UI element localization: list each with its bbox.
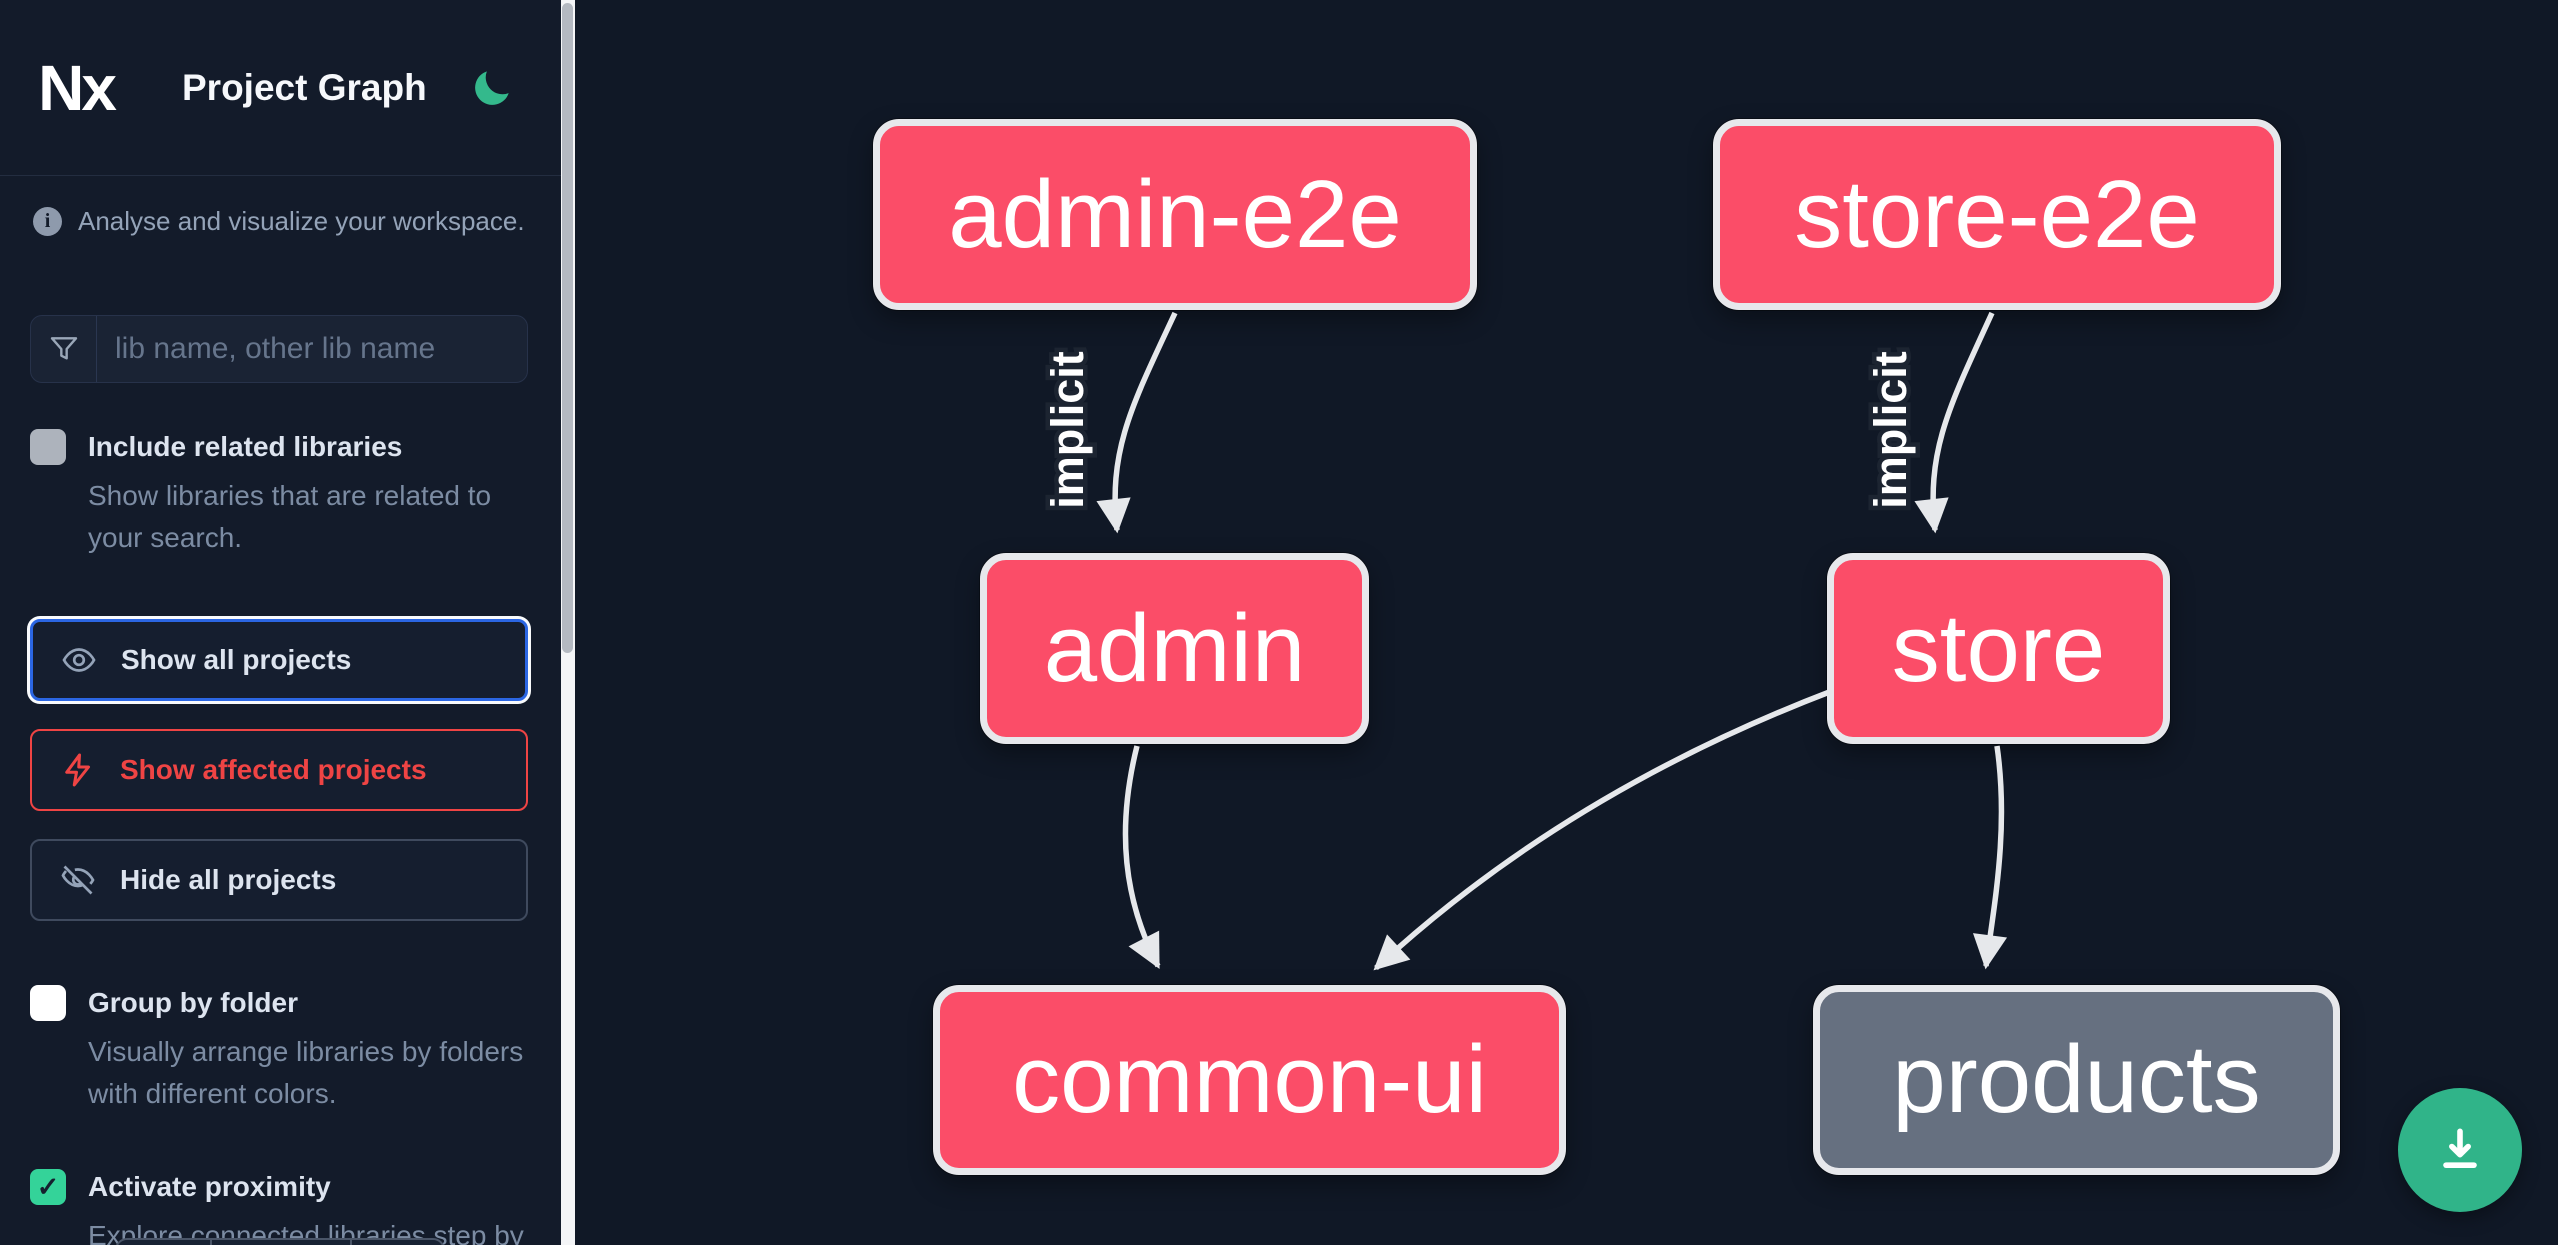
toggle-include-related: Include related libraries Show libraries… <box>0 427 561 559</box>
group-by-folder-description: Visually arrange libraries by folders wi… <box>88 1036 524 1109</box>
degree-value-segment <box>212 1240 352 1245</box>
tagline-text: Analyse and visualize your workspace. <box>78 206 525 236</box>
graph-node-common-ui[interactable]: common-ui <box>933 985 1566 1175</box>
show-all-projects-label: Show all projects <box>121 644 352 675</box>
download-icon <box>2443 1128 2477 1168</box>
graph-node-store-e2e[interactable]: store-e2e <box>1713 119 2281 310</box>
sidebar-scrollbar-track[interactable] <box>561 0 575 1245</box>
project-actions: Show all projects Show affected projects… <box>0 619 561 921</box>
group-by-folder-checkbox[interactable] <box>30 985 66 1021</box>
activate-proximity-label: Activate proximity <box>88 1171 331 1202</box>
include-related-label: Include related libraries <box>88 431 403 462</box>
include-related-checkbox[interactable] <box>30 429 66 465</box>
tagline-row: i Analyse and visualize your workspace. <box>0 206 561 237</box>
graph-node-store[interactable]: store <box>1827 553 2170 744</box>
search-input[interactable] <box>97 332 527 366</box>
toggle-group-by-folder: Group by folder Visually arrange librari… <box>0 983 561 1115</box>
sidebar: Nx Project Graph i Analyse and visualize… <box>0 0 561 1245</box>
eye-icon <box>62 648 96 672</box>
info-icon: i <box>33 207 62 236</box>
nx-logo: Nx <box>38 51 117 124</box>
include-related-description: Show libraries that are related to your … <box>88 480 492 553</box>
toggle-activate-proximity: Activate proximity Explore connected lib… <box>0 1167 561 1245</box>
show-affected-projects-button[interactable]: Show affected projects <box>30 729 528 811</box>
graph-node-admin-e2e[interactable]: admin-e2e <box>873 119 1477 310</box>
sidebar-scrollbar-thumb[interactable] <box>562 3 573 653</box>
group-by-folder-label: Group by folder <box>88 987 298 1018</box>
filter-funnel-icon <box>31 316 97 382</box>
download-image-button[interactable] <box>2398 1088 2522 1212</box>
search-box <box>30 315 528 383</box>
degree-decrement-segment[interactable] <box>117 1240 212 1245</box>
activate-proximity-checkbox[interactable] <box>30 1169 66 1205</box>
show-all-projects-button[interactable]: Show all projects <box>30 619 528 701</box>
show-affected-projects-label: Show affected projects <box>120 754 427 785</box>
hide-all-projects-button[interactable]: Hide all projects <box>30 839 528 921</box>
bolt-icon <box>65 753 90 787</box>
proximity-degree-control[interactable] <box>115 1238 445 1245</box>
hide-all-projects-label: Hide all projects <box>120 864 337 895</box>
eye-off-icon <box>61 865 95 895</box>
sidebar-header: Nx Project Graph <box>0 0 561 176</box>
page-title: Project Graph <box>182 66 427 108</box>
graph-node-admin[interactable]: admin <box>980 553 1369 744</box>
theme-toggle-button[interactable] <box>469 65 515 111</box>
graph-node-products[interactable]: products <box>1813 985 2340 1175</box>
moon-icon <box>475 70 509 105</box>
